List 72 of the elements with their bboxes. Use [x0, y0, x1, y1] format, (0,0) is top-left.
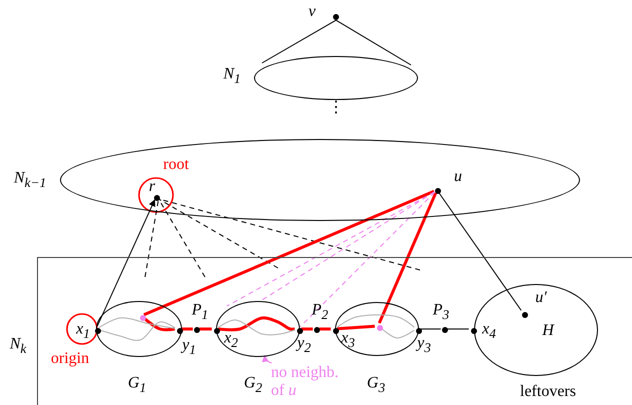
- ellipse-region: [96, 301, 182, 357]
- vertex-label: P$_{2}$: [312, 302, 328, 322]
- connector-line: [142, 316, 175, 332]
- annotation-text: origin: [50, 351, 90, 367]
- vertex-label: x$_{1}$: [76, 322, 90, 340]
- connector-line: [98, 321, 176, 341]
- vertex-label: y$_{2}$: [297, 336, 311, 354]
- vertex-dot: [434, 188, 442, 194]
- annotation-text: no neighb. of u: [271, 364, 347, 402]
- connector-line: [319, 328, 331, 330]
- vertex-dot: [296, 328, 304, 334]
- vertex-label: P$_{3}$: [432, 302, 450, 322]
- connector-line: [420, 328, 442, 330]
- dashed-line: [144, 198, 160, 278]
- connector-line: [199, 328, 212, 330]
- connector-line: [336, 20, 412, 66]
- connector-line: [98, 317, 176, 329]
- region-label: N$_{k−1}$: [14, 170, 46, 190]
- vertex-dot: [314, 326, 320, 334]
- connector-line: [143, 190, 435, 316]
- vertex-dot: [214, 328, 220, 334]
- ellipse-region: [254, 56, 418, 100]
- connector-line: [336, 314, 415, 328]
- vertex-dot: [194, 326, 200, 334]
- region-label: G$_{1}$: [128, 376, 146, 394]
- connector-line: [181, 328, 193, 330]
- connector-line: [218, 316, 295, 332]
- vertex-dot: [140, 314, 146, 322]
- vertex-dot: [442, 326, 448, 334]
- vertex-dot: [470, 328, 478, 334]
- vertex-label: y$_{3}$: [417, 336, 431, 354]
- connector-line: [262, 354, 272, 364]
- vertex-dot: [94, 328, 102, 334]
- connector-line: [378, 192, 438, 324]
- region-label: N$_{k}$: [10, 336, 26, 356]
- region-label: N$_{1}$: [223, 66, 241, 86]
- vertex-label: u′: [535, 290, 547, 306]
- connector-line: [446, 328, 470, 330]
- annotation-text: leftovers: [520, 384, 576, 400]
- connector-line: [262, 20, 336, 64]
- vertex-label: u: [454, 169, 462, 185]
- ellipsis-mark: ⋮: [328, 100, 344, 116]
- dashed-line: [300, 192, 436, 328]
- connector-line: [301, 328, 313, 330]
- vertex-dot: [154, 194, 160, 202]
- dashed-line: [262, 191, 435, 300]
- layer-box: [37, 257, 632, 405]
- connector-line: [438, 192, 522, 311]
- ellipse-region: [474, 284, 598, 376]
- vertex-label: x$_{2}$: [224, 330, 238, 350]
- vertex-label: r: [148, 179, 156, 195]
- dashed-line: [158, 198, 278, 268]
- vertex-label: x$_{3}$: [341, 330, 355, 350]
- region-label: G$_{2}$: [244, 376, 262, 394]
- vertex-dot: [376, 324, 384, 332]
- annotation-text: root: [163, 157, 189, 173]
- connector-line: [96, 199, 156, 327]
- vertex-dot: [416, 328, 422, 334]
- vertex-dot: [332, 328, 340, 334]
- vertex-label: y$_{1}$: [182, 338, 196, 356]
- vertex-label: v: [308, 4, 316, 20]
- region-label: H: [542, 323, 554, 339]
- connector-line: [380, 327, 415, 338]
- vertex-dot: [522, 312, 528, 318]
- vertex-dot: [176, 328, 184, 334]
- vertex-dot: [332, 14, 340, 20]
- vertex-label: P$_{1}$: [192, 302, 208, 322]
- ellipse-region: [60, 139, 580, 221]
- vertex-label: x$_{4}$: [482, 322, 496, 340]
- connector-line: [217, 320, 296, 336]
- connector-line: [337, 324, 375, 330]
- region-label: G$_{3}$: [366, 376, 386, 394]
